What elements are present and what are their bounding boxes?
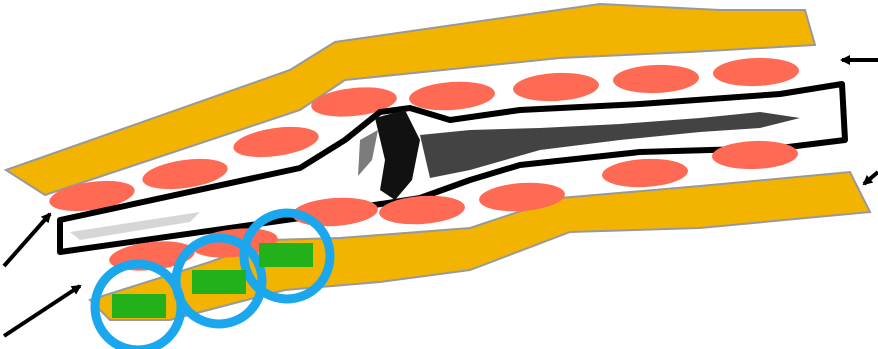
marker xyxy=(192,270,246,294)
cell xyxy=(713,57,800,88)
cell xyxy=(408,79,496,113)
marker xyxy=(112,294,166,318)
marker xyxy=(259,243,313,267)
arrow-icon xyxy=(864,172,878,184)
cell xyxy=(613,64,700,95)
cell xyxy=(512,71,599,103)
cell xyxy=(601,157,688,189)
arrow-icon xyxy=(4,214,50,266)
arrow-icon xyxy=(4,286,80,336)
